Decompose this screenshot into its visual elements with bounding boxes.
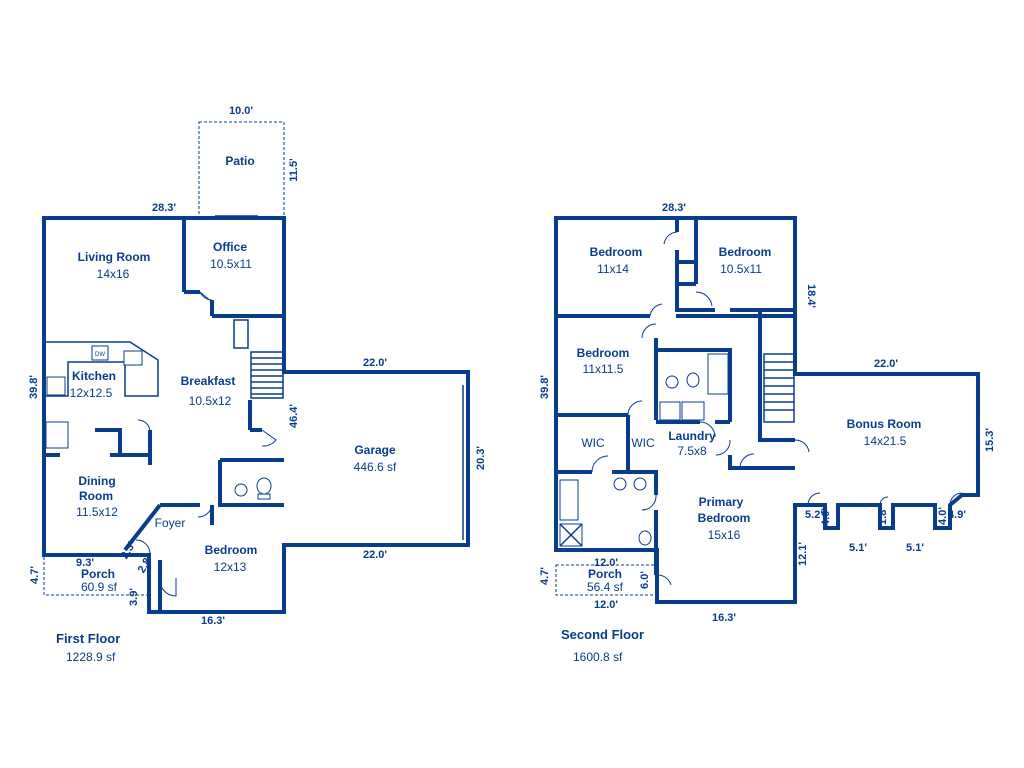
dim-5-1-a: 5.1' <box>849 542 867 554</box>
living-room-size: 14x16 <box>97 267 130 281</box>
office-size: 10.5x11 <box>210 257 252 271</box>
bonus-room-label: Bonus Room <box>847 417 922 431</box>
dim-bottom: 16.3' <box>201 615 225 627</box>
second-floor-area: 1600.8 sf <box>573 650 623 664</box>
dim-4-9: 4.9' <box>948 509 966 521</box>
wic-2-label: WIC <box>631 436 655 450</box>
bonus-room-size: 14x21.5 <box>864 434 907 448</box>
dim-garage-bottom: 22.0' <box>363 549 387 561</box>
dim-porch-height: 4.7' <box>29 566 41 584</box>
dim-patio-width: 10.0' <box>229 105 253 117</box>
bedroom-3-size: 11x11.5 <box>583 362 624 376</box>
dim-porch-2-bottom: 12.0' <box>594 599 618 611</box>
office-label: Office <box>213 240 247 254</box>
garage-label: Garage <box>354 443 396 457</box>
primary-bedroom-label-line2: Bedroom <box>698 511 751 525</box>
half-bath-fixtures <box>234 477 272 500</box>
breakfast-size: 10.5x12 <box>189 394 232 408</box>
dim-4-0-b: 4.0' <box>937 507 949 525</box>
second-floor-outer-walls <box>554 216 980 604</box>
dim-garage-top: 22.0' <box>363 357 387 369</box>
primary-bedroom-label-line1: Primary <box>699 495 744 509</box>
bedroom-size: 12x13 <box>214 560 247 574</box>
dim-porch-width: 9.3' <box>76 557 94 569</box>
porch-size: 60.9 sf <box>81 580 118 594</box>
bedroom-2-label: Bedroom <box>719 245 772 259</box>
dim-primary-side: 12.1' <box>797 542 809 566</box>
bedroom-2-size: 10.5x11 <box>720 262 762 276</box>
dim-porch-side: 3.9' <box>128 588 140 606</box>
dim-4-0-a: 4.0' <box>820 508 832 526</box>
primary-bedroom-size: 15x16 <box>708 528 741 542</box>
dim-1-x: 1.8' <box>877 507 889 525</box>
kitchen-label: Kitchen <box>72 369 116 383</box>
bedroom-1-label: Bedroom <box>590 245 643 259</box>
porch-2-size: 56.4 sf <box>587 580 624 594</box>
first-floor-area: 1228.9 sf <box>66 650 116 664</box>
breakfast-label: Breakfast <box>181 374 236 388</box>
dim-angle-1: 2.3' <box>119 539 139 561</box>
foyer-label: Foyer <box>155 516 186 530</box>
garage-size: 446.6 sf <box>354 460 397 474</box>
dim-2-left: 39.8' <box>539 375 551 399</box>
living-room-label: Living Room <box>78 250 151 264</box>
porch-outline <box>43 554 150 596</box>
dim-top: 28.3' <box>152 202 176 214</box>
porch-2-label: Porch <box>588 567 622 581</box>
bedroom-label: Bedroom <box>205 543 258 557</box>
dim-5-2: 5.2' <box>805 509 823 521</box>
dim-garage-height: 20.3' <box>475 446 487 470</box>
dining-room-label-line2: Room <box>79 489 113 503</box>
dim-2-right: 18.4' <box>805 284 817 308</box>
stairs-1 <box>233 319 284 399</box>
porch-label: Porch <box>81 567 115 581</box>
dim-porch-2-left: 4.7' <box>539 567 551 585</box>
dim-inner: 46.4' <box>288 404 300 428</box>
dim-2-top: 28.3' <box>662 202 686 214</box>
dim-patio-height: 11.5' <box>288 158 300 182</box>
kitchen-size: 12x12.5 <box>70 386 113 400</box>
second-floor-title: Second Floor <box>561 627 644 642</box>
patio-label: Patio <box>225 154 254 168</box>
first-floor: DW Patio Office 10.5x11 Living Room <box>28 105 487 664</box>
dim-porch-2-side: 6.0' <box>639 571 651 589</box>
dim-bonus-top: 22.0' <box>874 358 898 370</box>
dim-2-bottom: 16.3' <box>712 612 736 624</box>
second-floor: Bedroom 11x14 Bedroom 10.5x11 Bedroom 11… <box>539 202 996 664</box>
dishwasher-label: DW <box>95 352 105 358</box>
bedroom-1-size: 11x14 <box>597 262 629 276</box>
dim-left: 39.8' <box>28 375 40 399</box>
stairs-2 <box>763 353 795 423</box>
dining-room-size: 11.5x12 <box>76 505 118 519</box>
dim-porch-2-top: 12.0' <box>594 557 618 569</box>
bedroom-3-label: Bedroom <box>577 346 630 360</box>
dining-room-label-line1: Dining <box>78 474 115 488</box>
laundry-label: Laundry <box>668 429 716 443</box>
wic-1-label: WIC <box>581 436 605 450</box>
porch-outline-2 <box>555 564 658 596</box>
first-floor-title: First Floor <box>56 631 120 646</box>
dim-5-1-b: 5.1' <box>906 542 924 554</box>
dim-bonus-right: 15.3' <box>984 428 996 452</box>
patio-outline <box>198 121 285 219</box>
laundry-size: 7.5x8 <box>677 444 707 458</box>
